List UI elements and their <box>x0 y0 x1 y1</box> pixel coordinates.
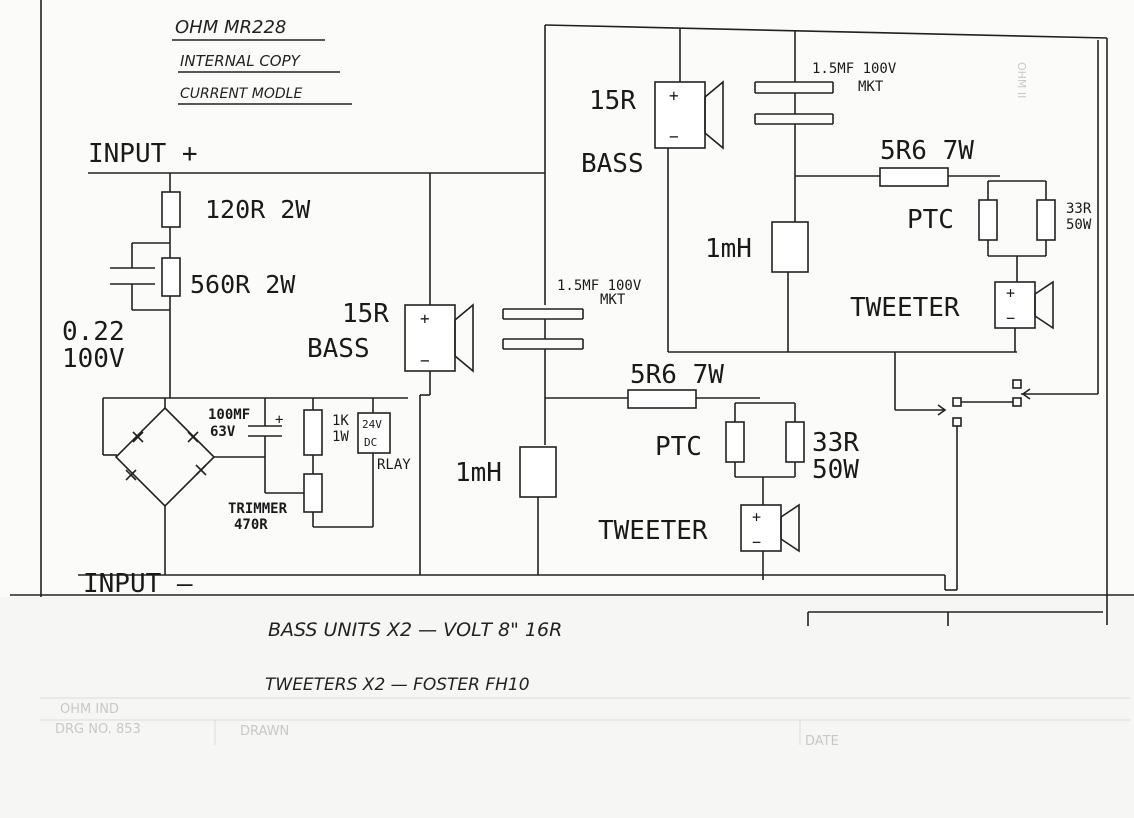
label-470r: 470R <box>234 517 268 533</box>
label-bass: BASS <box>307 334 370 364</box>
switch-contact <box>952 397 962 407</box>
speaker-icon <box>704 80 724 150</box>
bass-speaker <box>404 304 456 372</box>
input-minus-label: INPUT — <box>83 569 193 599</box>
speaker-minus: − <box>752 533 761 551</box>
header-note: INTERNAL COPY <box>180 52 302 70</box>
label-5r6: 5R6 7W <box>880 136 974 166</box>
label-tweeter: TWEETER <box>850 293 960 323</box>
speaker-minus: − <box>669 127 679 146</box>
speaker-icon <box>780 503 800 553</box>
resistor-5r6 <box>879 167 949 187</box>
resistor-33r <box>785 421 805 463</box>
speaker-icon <box>1034 280 1054 330</box>
label-50w: 50W <box>812 455 859 485</box>
switch-contact <box>1012 379 1022 389</box>
protection-circuit: 120R 2W 560R 2W 0.22 100V <box>62 173 411 575</box>
cap-plus: + <box>275 412 283 428</box>
speaker-plus: + <box>1006 284 1015 302</box>
drawing-frame <box>10 0 1134 626</box>
lower-tweeter-branch: 1.5MF 100V MKT 1mH 5R6 7W PTC 33R 50W <box>455 25 859 580</box>
header-notes: OHM MR228 INTERNAL COPY CURRENT MODLE <box>172 17 352 105</box>
resistor-5r6 <box>627 389 697 409</box>
faint-mark: OHM II <box>1015 62 1028 98</box>
label-bass-value: 15R <box>589 86 636 116</box>
diode-icon <box>125 431 207 481</box>
speaker-minus: − <box>420 351 430 370</box>
label-bass-value: 15R <box>342 299 389 329</box>
footer-note-tweeters: TWEETERS X2 — FOSTER FH10 <box>265 675 530 695</box>
faint-mark: DRG NO. 853 <box>55 722 141 737</box>
speaker-plus: + <box>420 309 430 328</box>
resistor-1k <box>303 409 323 456</box>
label-5r6: 5R6 7W <box>630 360 724 390</box>
label-1mh: 1mH <box>455 458 502 488</box>
trimmer-resistor <box>303 473 323 513</box>
relay-coil <box>357 412 391 454</box>
footer-notes: BASS UNITS X2 — VOLT 8" 16R TWEETERS X2 … <box>265 619 562 695</box>
label-33r: 33R <box>1066 201 1092 217</box>
label-1k: 1K <box>332 413 349 429</box>
label-ptc: PTC <box>655 432 702 462</box>
label-63v: 63V <box>210 424 236 440</box>
lower-bass-branch: + − 15R BASS <box>307 173 474 575</box>
label-cap-type: MKT <box>600 292 626 308</box>
switch-contact <box>952 417 962 427</box>
label-relay: RLAY <box>377 457 411 473</box>
bridge-rectifier <box>114 406 216 508</box>
speaker-icon <box>454 303 474 373</box>
upper-branch: + − 15R BASS 1.5MF 100V MKT 1mH <box>544 24 1108 353</box>
faint-mark: OHM IND <box>60 702 119 717</box>
tweeter-speaker <box>994 281 1036 329</box>
speaker-plus: + <box>752 508 761 526</box>
resistor-560r <box>161 257 181 297</box>
faint-mark: DATE <box>805 734 839 749</box>
label-cap-value: 0.22 <box>62 317 125 347</box>
input-plus-label: INPUT + <box>88 139 198 169</box>
label-ptc: PTC <box>907 205 954 235</box>
bass-speaker <box>654 81 706 149</box>
relay-switch <box>894 40 1099 591</box>
label-1w: 1W <box>332 429 349 445</box>
label-cap: 1.5MF 100V <box>812 61 897 77</box>
switch-contact <box>1012 397 1022 407</box>
resistor-33r <box>1036 199 1056 241</box>
faint-mark: DRAWN <box>240 724 289 739</box>
tweeter-speaker <box>740 504 782 552</box>
label-tweeter: TWEETER <box>598 516 708 546</box>
speaker-minus: − <box>1006 309 1015 327</box>
label-cap: 1.5MF 100V <box>557 278 642 294</box>
label-560r: 560R 2W <box>190 270 296 299</box>
header-note: OHM MR228 <box>175 17 286 38</box>
label-cap-voltage: 100V <box>62 344 125 374</box>
label-33r: 33R <box>812 428 859 458</box>
label-100mf: 100MF <box>208 407 250 423</box>
inductor-1mh <box>519 446 557 498</box>
label-relay-volt: 24V <box>362 418 382 431</box>
label-120r: 120R 2W <box>205 195 311 224</box>
label-50w: 50W <box>1066 217 1092 233</box>
inductor-1mh <box>771 221 809 273</box>
label-cap-type: MKT <box>858 79 884 95</box>
faint-table-lines <box>40 697 1130 745</box>
label-trimmer: TRIMMER <box>228 501 288 517</box>
lower-sheet <box>0 597 1134 818</box>
label-relay-dc: DC <box>364 436 377 449</box>
ptc-resistor <box>978 199 998 241</box>
resistor-120r <box>161 191 181 228</box>
label-bass: BASS <box>581 149 644 179</box>
header-note: CURRENT MODLE <box>180 86 302 102</box>
speaker-plus: + <box>669 86 679 105</box>
ptc-resistor <box>725 421 745 463</box>
footer-note-bass: BASS UNITS X2 — VOLT 8" 16R <box>268 619 562 641</box>
label-1mh: 1mH <box>705 234 752 264</box>
